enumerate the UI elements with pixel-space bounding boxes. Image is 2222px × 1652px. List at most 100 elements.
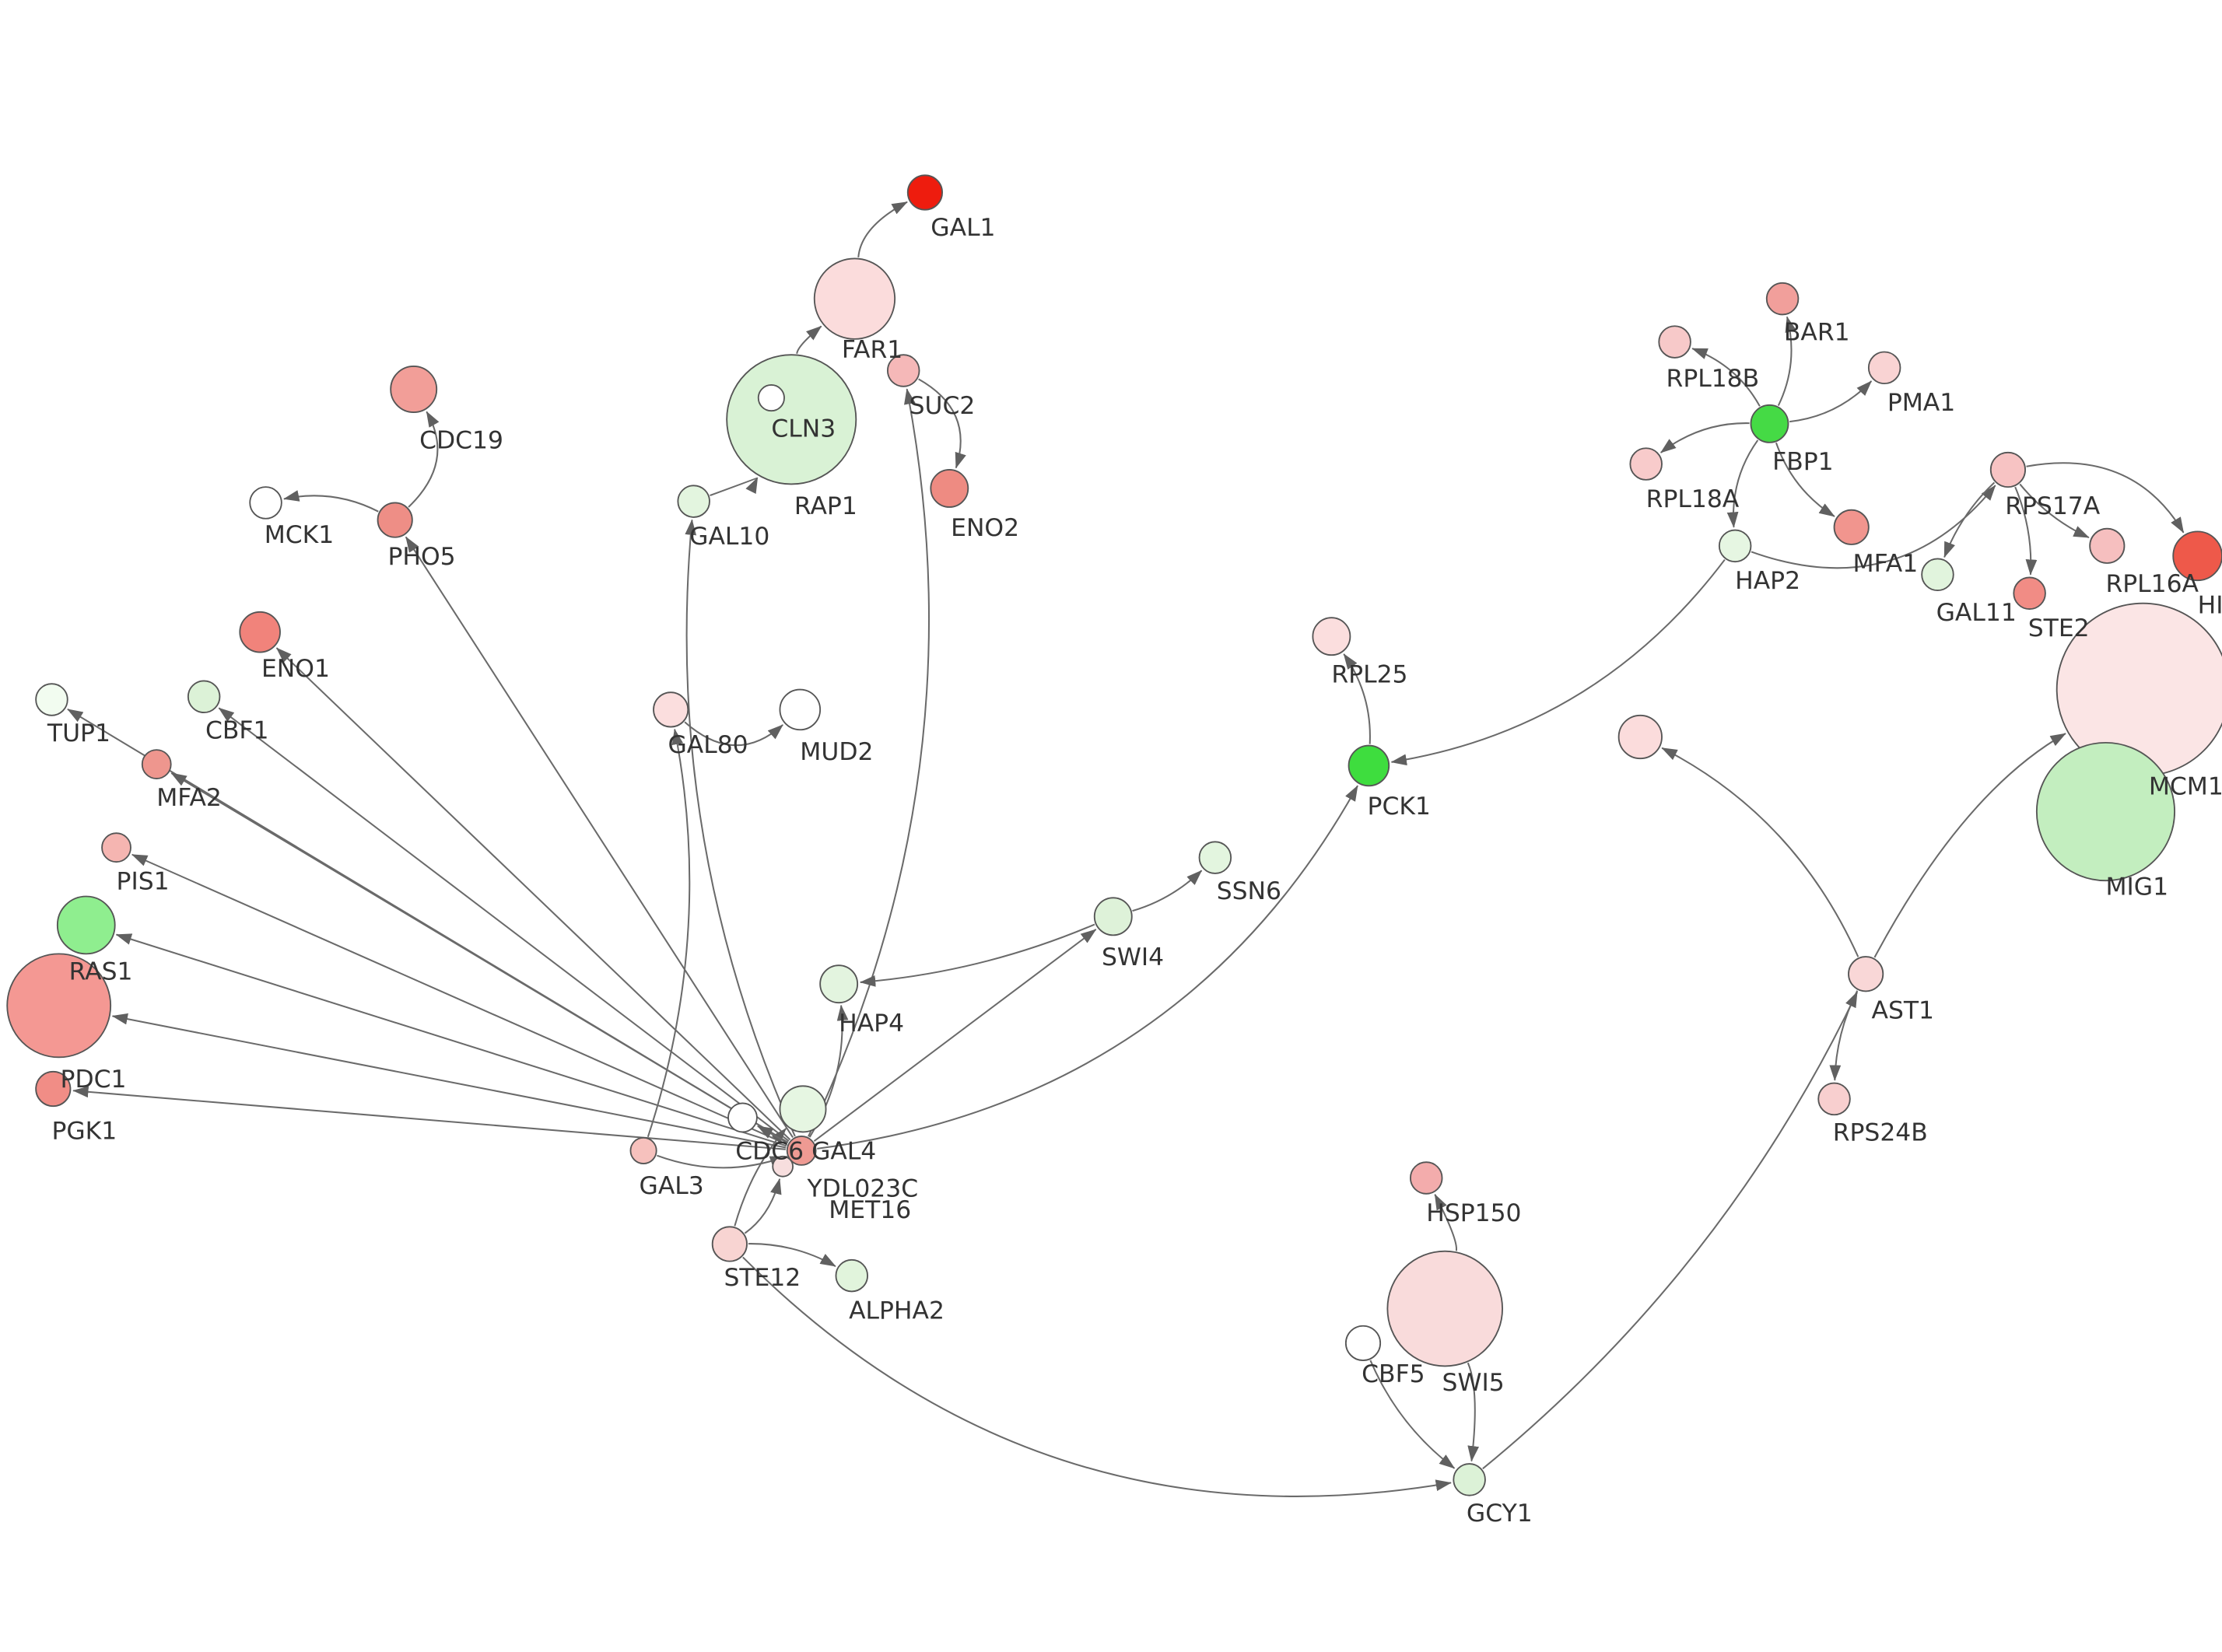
edge-GAL4-GAL10[interactable] bbox=[685, 519, 796, 1137]
edge-SWI4-SSN6[interactable] bbox=[1132, 870, 1203, 912]
edge-SWI5-GCY1[interactable] bbox=[1467, 1362, 1479, 1462]
node-RPL18A[interactable] bbox=[1629, 447, 1663, 481]
node-PDC1[interactable] bbox=[6, 953, 112, 1059]
node-RAS1[interactable] bbox=[56, 895, 116, 955]
edge-GCY1-AST1[interactable] bbox=[1482, 991, 1858, 1470]
node-ALPHA2[interactable] bbox=[835, 1258, 868, 1293]
node-RPS17A[interactable] bbox=[1989, 451, 2026, 488]
edge-GAL4-ENO1[interactable] bbox=[275, 647, 791, 1141]
node-SWI4[interactable] bbox=[1093, 897, 1133, 936]
edge-FBP1-MFA1[interactable] bbox=[1775, 442, 1835, 517]
node-MCK1[interactable] bbox=[249, 486, 282, 520]
node-ENO1[interactable] bbox=[239, 611, 281, 653]
edge-SWI4-HAP4[interactable] bbox=[859, 923, 1095, 987]
edge-RPS17A-STE2[interactable] bbox=[2014, 486, 2038, 576]
node-RPL18B[interactable] bbox=[1658, 325, 1691, 359]
edge-GAL4-CDC6[interactable] bbox=[757, 1125, 788, 1144]
edge-GAL4-CBF1[interactable] bbox=[218, 707, 790, 1142]
node-SSN6[interactable] bbox=[1198, 841, 1232, 874]
edge-GAL4-PGK1[interactable] bbox=[72, 1086, 786, 1150]
node-GAL80[interactable] bbox=[653, 691, 689, 728]
edge-GAL4-PDC1[interactable] bbox=[111, 1013, 787, 1149]
edge-GAL4-MFA2[interactable] bbox=[170, 772, 789, 1143]
node-CBF1[interactable] bbox=[187, 680, 221, 714]
edge-STE12-YDL023C[interactable] bbox=[744, 1178, 782, 1234]
edge-RPS17A-RPL16A[interactable] bbox=[2019, 483, 2090, 539]
node-MET16[interactable] bbox=[779, 1085, 827, 1133]
edge-GAL4-SUC2[interactable] bbox=[808, 388, 931, 1137]
node-RAP1[interactable] bbox=[757, 384, 785, 412]
edge-HAP2-RPS17A[interactable] bbox=[1751, 485, 1996, 569]
node-RPL16A[interactable] bbox=[2089, 527, 2126, 564]
node-PHO5[interactable] bbox=[377, 502, 413, 538]
node-N1[interactable] bbox=[1617, 714, 1663, 760]
edge-CBF5-GCY1[interactable] bbox=[1369, 1360, 1456, 1469]
edge-STE12-GCY1[interactable] bbox=[742, 1256, 1452, 1497]
edge-FBP1-RPL18A[interactable] bbox=[1659, 422, 1750, 453]
edge-RPS17A-HIS4[interactable] bbox=[2026, 462, 2185, 534]
node-PCK1[interactable] bbox=[1348, 744, 1390, 787]
node-CBF5[interactable] bbox=[1344, 1325, 1382, 1361]
node-GAL10[interactable] bbox=[677, 485, 710, 518]
edge-FAR1-GAL1[interactable] bbox=[857, 201, 908, 257]
edge-GAL4-PIS1[interactable] bbox=[131, 853, 787, 1146]
edge-GAL4-SWI4[interactable] bbox=[813, 929, 1097, 1143]
node-HAP4[interactable] bbox=[819, 964, 859, 1004]
node-SUC2[interactable] bbox=[887, 354, 920, 387]
node-GAL3[interactable] bbox=[629, 1136, 657, 1164]
node-MFA2[interactable] bbox=[141, 749, 172, 779]
edge-HAP2-PCK1[interactable] bbox=[1390, 558, 1726, 766]
node-SWI5[interactable] bbox=[1386, 1250, 1503, 1367]
node-TUP1[interactable] bbox=[35, 683, 68, 716]
edge-FBP1-BAR1[interactable] bbox=[1777, 316, 1796, 407]
edge-PCK1-RPL25[interactable] bbox=[1343, 653, 1371, 744]
edge-AST1-N1[interactable] bbox=[1661, 747, 1859, 957]
node-CDC19[interactable] bbox=[390, 366, 438, 413]
edge-FBP1-PMA1[interactable] bbox=[1789, 380, 1873, 423]
node-GCY1[interactable] bbox=[1453, 1463, 1486, 1496]
node-FAR1[interactable] bbox=[813, 257, 896, 340]
node-FBP1[interactable] bbox=[1750, 404, 1789, 443]
edge-GAL80-MUD2[interactable] bbox=[684, 721, 783, 747]
node-PGK1[interactable] bbox=[35, 1070, 72, 1108]
node-GAL11[interactable] bbox=[1921, 558, 1954, 592]
node-RPS24B[interactable] bbox=[1817, 1082, 1851, 1116]
edge-GAL4-PHO5[interactable] bbox=[405, 536, 794, 1138]
edge-GAL4-RAS1[interactable] bbox=[115, 933, 787, 1147]
edge-FBP1-RPL18B[interactable] bbox=[1691, 348, 1761, 407]
edge-AST1-MCM1[interactable] bbox=[1873, 733, 2066, 958]
edge-PHO5-CDC19[interactable] bbox=[408, 411, 440, 508]
edge-GAL3-GAL80[interactable] bbox=[647, 728, 691, 1138]
edge-PHO5-MCK1[interactable] bbox=[283, 490, 379, 513]
node-HIS4[interactable] bbox=[2172, 530, 2222, 582]
node-HSP150[interactable] bbox=[1410, 1161, 1443, 1195]
edge-FBP1-HAP2[interactable] bbox=[1726, 439, 1759, 528]
node-HAP2[interactable] bbox=[1718, 529, 1752, 563]
edge-AST1-RPS24B[interactable] bbox=[1829, 990, 1859, 1081]
edge-GAL3-GAL4[interactable] bbox=[657, 1154, 787, 1169]
node-CDC6[interactable] bbox=[727, 1102, 758, 1133]
node-GAL4[interactable] bbox=[786, 1136, 817, 1166]
edge-SUC2-ENO2[interactable] bbox=[918, 378, 966, 469]
node-BAR1[interactable] bbox=[1765, 282, 1800, 316]
node-RPL25[interactable] bbox=[1312, 617, 1351, 656]
node-MUD2[interactable] bbox=[779, 688, 822, 731]
node-AST1[interactable] bbox=[1848, 956, 1884, 992]
node-MFA1[interactable] bbox=[1833, 509, 1870, 545]
node-STE2[interactable] bbox=[2013, 576, 2046, 611]
node-GAL1[interactable] bbox=[906, 174, 943, 211]
edge-RPS17A-GAL11[interactable] bbox=[1943, 481, 1996, 558]
node-STE12[interactable] bbox=[711, 1226, 748, 1262]
edge-SWI5-HSP150[interactable] bbox=[1434, 1193, 1458, 1251]
node-PIS1[interactable] bbox=[101, 832, 131, 863]
edge-GAL4-PCK1[interactable] bbox=[817, 785, 1358, 1150]
node-MIG1[interactable] bbox=[2035, 741, 2175, 882]
node-ENO2[interactable] bbox=[930, 469, 969, 508]
node-YDL023C[interactable] bbox=[772, 1155, 794, 1178]
edge-CLN3-FAR1[interactable] bbox=[796, 325, 822, 354]
edge-GAL10-CLN3[interactable] bbox=[710, 477, 759, 496]
node-CLN3[interactable] bbox=[726, 354, 857, 485]
edge-STE12-ALPHA2[interactable] bbox=[748, 1243, 836, 1267]
